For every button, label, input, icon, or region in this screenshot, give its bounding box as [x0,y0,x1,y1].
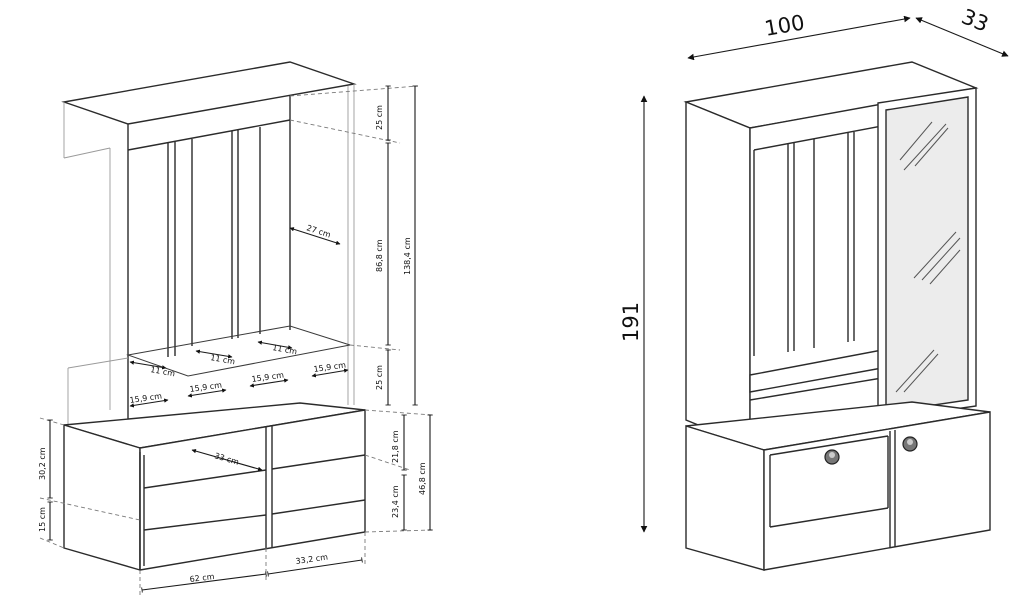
label-upper-shelf-height: 21,8 cm [391,430,400,463]
top-cap [61,61,357,125]
label-bottom-left-width: 62 cm [189,572,215,584]
mirror-reflection-marks [895,121,961,393]
right-technical-drawing: 100 33 191 [619,4,1009,571]
label-hook-spacing-b: 11 cm [210,353,236,366]
label-total-upper-height: 138,4 cm [403,237,412,275]
door-knob-icon [902,436,918,452]
label-left-lower-height: 15 cm [38,507,47,532]
label-gap-b: 15,9 cm [189,381,223,394]
label-depth-right: 33 [958,4,992,36]
left-technical-drawing: 25 cm 86,8 cm 138,4 cm 25 cm 21,8 cm 23,… [38,61,433,595]
label-panel-height: 86,8 cm [375,239,384,272]
lower-cabinet [63,402,366,571]
drawer-knob-icon [824,449,840,465]
label-top-height: 25 cm [375,105,384,130]
label-lower-shelf-height: 23,4 cm [391,485,400,518]
label-hook-spacing-a: 11 cm [150,365,176,378]
label-bottom-right-width: 33,2 cm [295,553,329,566]
label-base-height: 46,8 cm [418,462,427,495]
label-height: 191 [619,302,643,342]
label-width: 100 [763,10,807,41]
label-left-upper-height: 30,2 cm [38,447,47,480]
label-bench-height: 25 cm [375,365,384,390]
back-slats [127,120,291,440]
label-gap-c: 15,9 cm [251,371,285,384]
label-hook-spacing-c: 11 cm [272,343,298,356]
label-gap-d: 15,9 cm [313,361,347,374]
